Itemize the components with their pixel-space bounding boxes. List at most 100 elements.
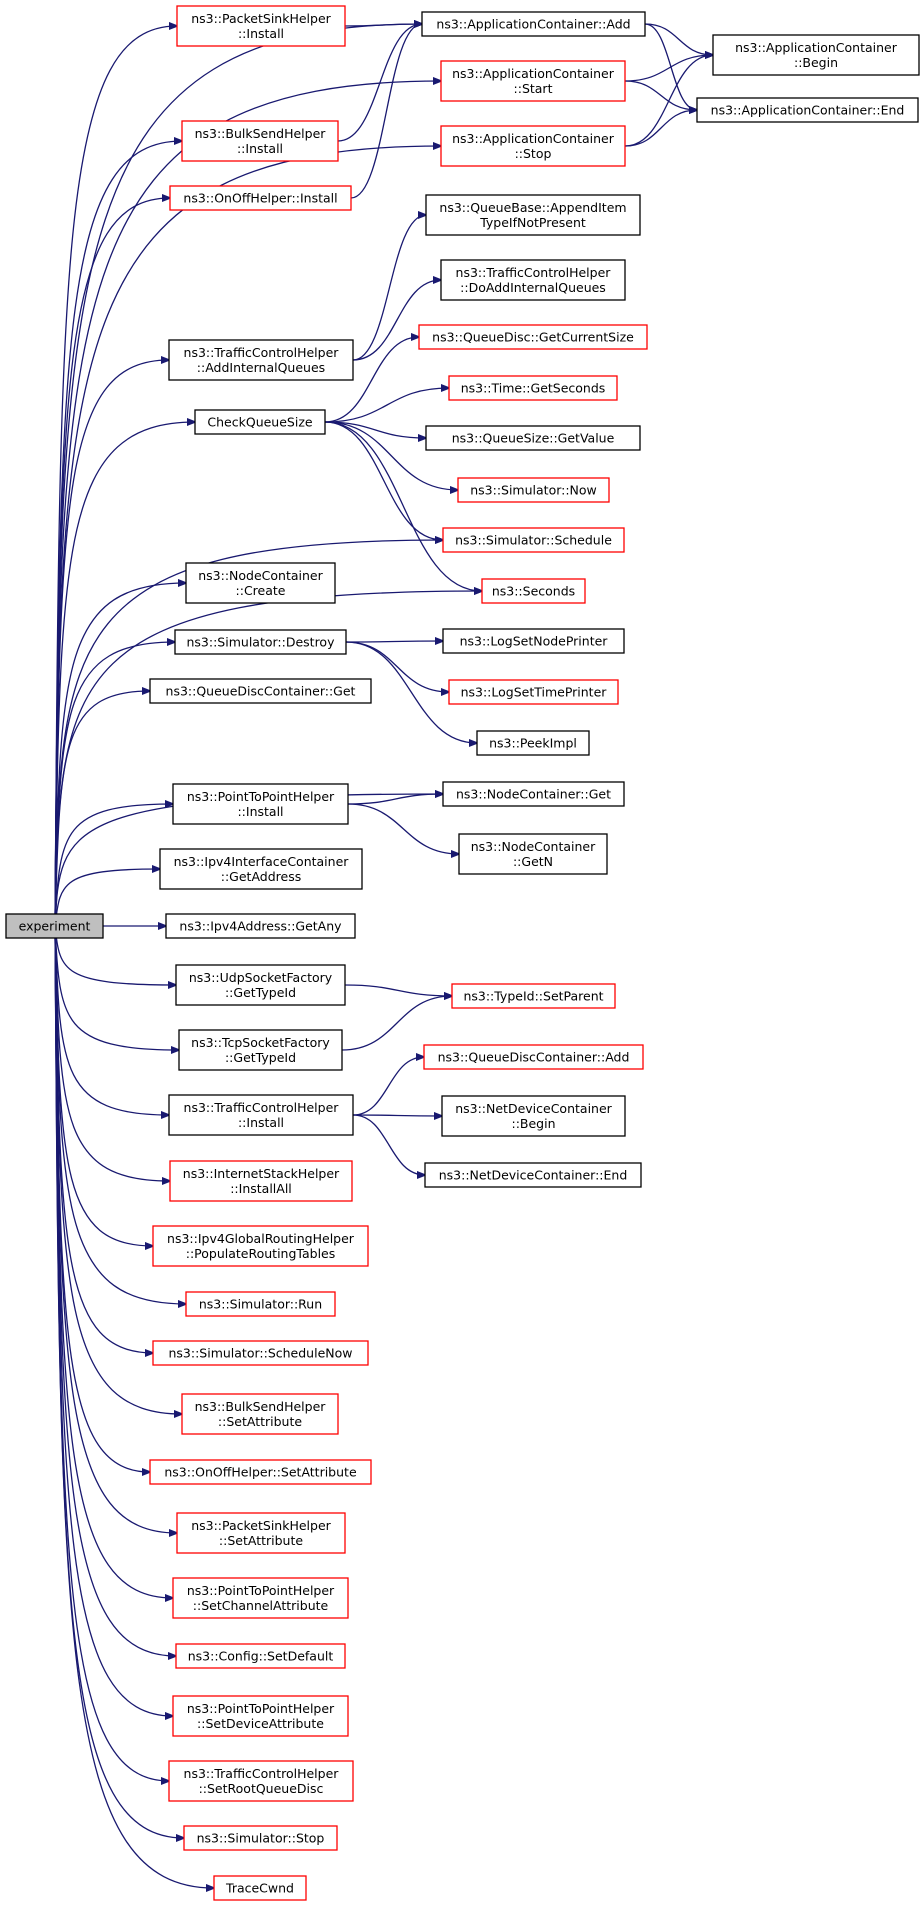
node-label: ns3::QueueDiscContainer::Add — [438, 1050, 630, 1065]
node-box — [174, 629, 347, 655]
node-box — [425, 194, 641, 236]
node-ish-installall[interactable]: ns3::InternetStackHelper::InstallAll — [169, 1160, 353, 1202]
node-nc-getn[interactable]: ns3::NodeContainer::GetN — [458, 833, 608, 875]
node-psh-setattr[interactable]: ns3::PacketSinkHelper::SetAttribute — [176, 1512, 346, 1554]
node-box — [176, 5, 346, 47]
node-box — [440, 259, 626, 301]
node-ipv4addr-getany[interactable]: ns3::Ipv4Address::GetAny — [165, 913, 356, 939]
node-tch-aiq[interactable]: ns3::TrafficControlHelper::AddInternalQu… — [168, 339, 354, 381]
node-ooh-setattr[interactable]: ns3::OnOffHelper::SetAttribute — [149, 1459, 372, 1485]
node-box — [181, 120, 339, 162]
node-udp-gettypeid[interactable]: ns3::UdpSocketFactory::GetTypeId — [175, 964, 346, 1006]
node-label: ns3::NetDeviceContainer::End — [439, 1168, 628, 1183]
node-cfg-setdefault[interactable]: ns3::Config::SetDefault — [175, 1643, 346, 1669]
edge-tch-install-to-ndc-begin — [352, 1115, 442, 1116]
node-tcp-gettypeid[interactable]: ns3::TcpSocketFactory::GetTypeId — [178, 1029, 343, 1071]
node-box — [451, 983, 616, 1009]
node-ooh-install[interactable]: ns3::OnOffHelper::Install — [169, 185, 352, 211]
node-label: ns3::Simulator::ScheduleNow — [168, 1346, 352, 1361]
node-sim-schednow[interactable]: ns3::Simulator::ScheduleNow — [152, 1340, 369, 1366]
node-tch-install[interactable]: ns3::TrafficControlHelper::Install — [168, 1094, 354, 1136]
node-nc-get[interactable]: ns3::NodeContainer::Get — [442, 781, 625, 807]
node-label: ns3::PointToPointHelper — [187, 789, 335, 804]
node-tch-setroot[interactable]: ns3::TrafficControlHelper::SetRootQueueD… — [168, 1760, 354, 1802]
node-seconds[interactable]: ns3::Seconds — [481, 578, 586, 604]
node-qdc-get[interactable]: ns3::QueueDiscContainer::Get — [149, 678, 372, 704]
node-ipv4grh-populate[interactable]: ns3::Ipv4GlobalRoutingHelper::PopulateRo… — [152, 1225, 369, 1267]
node-label: ns3::TcpSocketFactory — [191, 1035, 330, 1050]
node-box — [169, 1160, 353, 1202]
node-label: ns3::ApplicationContainer::End — [711, 103, 905, 118]
node-ac-end[interactable]: ns3::ApplicationContainer::End — [696, 97, 919, 123]
node-sim-destroy[interactable]: ns3::Simulator::Destroy — [174, 629, 347, 655]
node-label: ::SetAttribute — [219, 1533, 303, 1548]
edge-ac-start-to-ac-begin — [624, 55, 713, 82]
node-box — [481, 578, 586, 604]
node-tracecwnd[interactable]: TraceCwnd — [213, 1875, 307, 1901]
node-ipv4ic-getaddr[interactable]: ns3::Ipv4InterfaceContainer::GetAddress — [159, 848, 363, 890]
node-checkq[interactable]: CheckQueueSize — [194, 409, 326, 435]
node-label: ns3::BulkSendHelper — [195, 126, 327, 141]
node-box — [168, 1094, 354, 1136]
node-peekimpl[interactable]: ns3::PeekImpl — [476, 730, 590, 756]
node-ndc-end[interactable]: ns3::NetDeviceContainer::End — [424, 1162, 642, 1188]
node-box — [172, 783, 349, 825]
edge-bsh-install-to-ac-add — [337, 24, 422, 142]
edge-experiment-to-qdc-get — [54, 691, 150, 927]
node-box — [172, 1695, 349, 1737]
node-typeid-setparent[interactable]: ns3::TypeId::SetParent — [451, 983, 616, 1009]
node-box — [152, 1340, 369, 1366]
node-psh-install[interactable]: ns3::PacketSinkHelper::Install — [176, 5, 346, 47]
node-log-timeprinter[interactable]: ns3::LogSetTimePrinter — [448, 679, 619, 705]
node-p2p-setdevattr[interactable]: ns3::PointToPointHelper::SetDeviceAttrib… — [172, 1695, 349, 1737]
node-sim-stop[interactable]: ns3::Simulator::Stop — [183, 1825, 338, 1851]
node-box — [458, 833, 608, 875]
edge-experiment-to-checkq — [54, 422, 195, 927]
node-label: ns3::ApplicationContainer — [735, 40, 898, 55]
node-qdc-add[interactable]: ns3::QueueDiscContainer::Add — [423, 1044, 644, 1070]
node-bsh-setattr[interactable]: ns3::BulkSendHelper::SetAttribute — [181, 1393, 339, 1435]
node-bsh-install[interactable]: ns3::BulkSendHelper::Install — [181, 120, 339, 162]
edge-experiment-to-ooh-setattr — [54, 925, 150, 1472]
node-p2p-setchattr[interactable]: ns3::PointToPointHelper::SetChannelAttri… — [172, 1577, 349, 1619]
node-box — [425, 425, 641, 451]
node-ac-start[interactable]: ns3::ApplicationContainer::Start — [440, 60, 626, 102]
node-tch-doaiq[interactable]: ns3::TrafficControlHelper::DoAddInternal… — [440, 259, 626, 301]
node-nc-create[interactable]: ns3::NodeContainer::Create — [185, 562, 336, 604]
node-box — [423, 1044, 644, 1070]
node-label: ns3::QueueBase::AppendItem — [439, 200, 626, 215]
node-label: ::GetTypeId — [225, 1050, 296, 1065]
node-ac-add[interactable]: ns3::ApplicationContainer::Add — [421, 11, 646, 37]
node-box — [441, 1095, 626, 1137]
node-time-getsec[interactable]: ns3::Time::GetSeconds — [448, 375, 618, 401]
node-ndc-begin[interactable]: ns3::NetDeviceContainer::Begin — [441, 1095, 626, 1137]
node-log-nodeprinter[interactable]: ns3::LogSetNodePrinter — [442, 628, 625, 654]
edge-ac-stop-to-ac-begin — [624, 55, 713, 147]
node-label: ns3::Time::GetSeconds — [461, 381, 606, 396]
node-ac-begin[interactable]: ns3::ApplicationContainer::Begin — [712, 34, 920, 76]
node-box — [712, 34, 920, 76]
node-p2p-install[interactable]: ns3::PointToPointHelper::Install — [172, 783, 349, 825]
node-ac-stop[interactable]: ns3::ApplicationContainer::Stop — [440, 125, 626, 167]
node-qb-append[interactable]: ns3::QueueBase::AppendItemTypeIfNotPrese… — [425, 194, 641, 236]
node-box — [175, 1643, 346, 1669]
edge-ooh-install-to-ac-add — [350, 24, 422, 199]
node-box — [168, 1760, 354, 1802]
edge-tch-install-to-qdc-add — [352, 1057, 424, 1116]
node-sim-now[interactable]: ns3::Simulator::Now — [457, 477, 610, 503]
node-label: ::Install — [237, 804, 283, 819]
node-label: ns3::ApplicationContainer — [452, 131, 615, 146]
node-label: ::SetAttribute — [218, 1414, 302, 1429]
edge-experiment-to-sim-schednow — [54, 925, 153, 1353]
node-label: ns3::Ipv4GlobalRoutingHelper — [167, 1231, 355, 1246]
node-sim-run[interactable]: ns3::Simulator::Run — [185, 1291, 336, 1317]
node-label: ns3::Simulator::Stop — [197, 1831, 325, 1846]
node-sim-schedule[interactable]: ns3::Simulator::Schedule — [442, 527, 625, 553]
node-qd-getcursize[interactable]: ns3::QueueDisc::GetCurrentSize — [418, 324, 648, 350]
edge-experiment-to-sim-stop — [54, 925, 184, 1838]
node-label: ns3::Config::SetDefault — [188, 1649, 334, 1664]
edge-experiment-to-nc-create — [54, 583, 186, 927]
node-box — [149, 1459, 372, 1485]
node-qs-getvalue[interactable]: ns3::QueueSize::GetValue — [425, 425, 641, 451]
node-box — [424, 1162, 642, 1188]
